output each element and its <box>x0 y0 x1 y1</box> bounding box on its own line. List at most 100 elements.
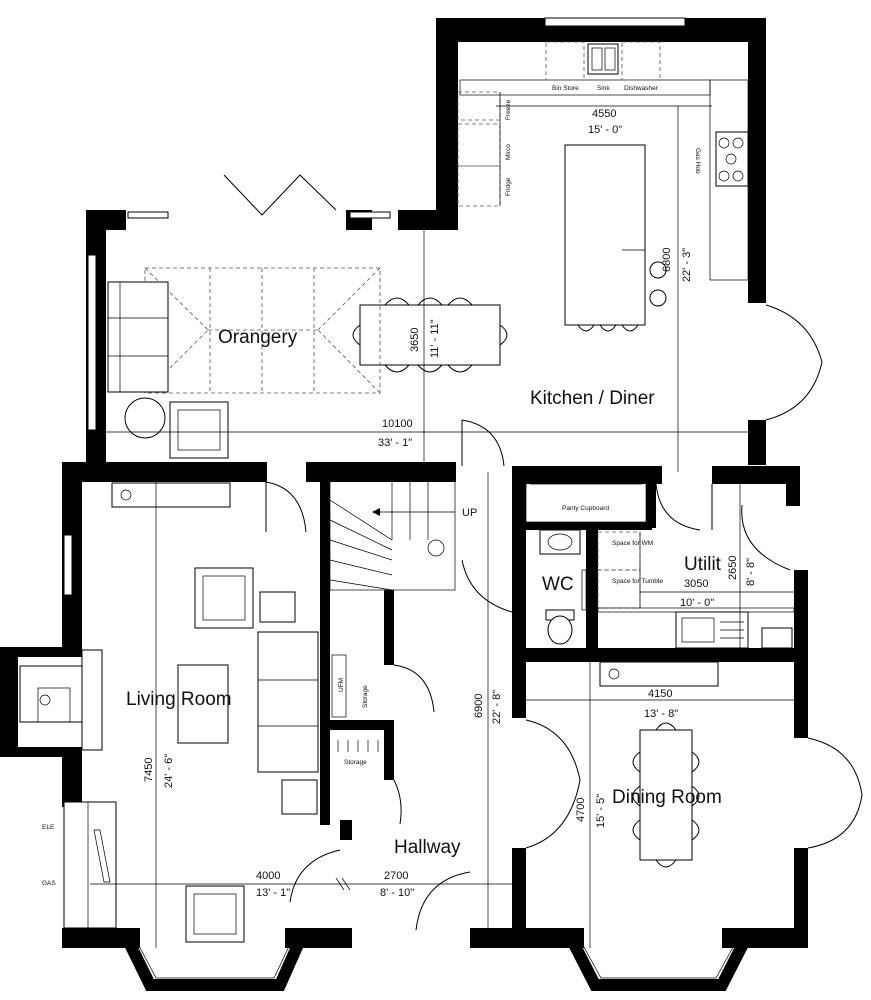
wall-dining-right <box>794 648 808 738</box>
dim-living-depth-ft: 24' - 6" <box>163 754 175 788</box>
room-label-utility: Utilit <box>684 554 722 575</box>
window-orangery-top-right <box>349 211 391 219</box>
wall-hall-bottom <box>340 928 352 948</box>
wall-dining-left-lower <box>512 848 526 948</box>
dim-living-width-ft: 13' - 1" <box>256 887 290 899</box>
label-gas: GAS <box>42 880 56 887</box>
dim-utility-width-mm: 3050 <box>684 578 708 590</box>
dishwasher-unit <box>621 41 661 81</box>
orangery-dining-table <box>352 297 508 373</box>
label-fridge: Fridge <box>505 177 512 196</box>
washing-machine-space <box>597 531 641 571</box>
wc-fixtures <box>539 529 587 645</box>
wall-living-bottom-left <box>62 928 140 948</box>
coffee-table <box>177 664 229 744</box>
meter-cupboard <box>63 801 117 929</box>
room-label-dining-room: Dining Room <box>612 787 722 808</box>
wc-basin-icon <box>539 529 581 555</box>
side-table-living <box>259 591 296 623</box>
label-ele: ELE <box>42 824 55 831</box>
french-door-kitchen-lower <box>765 361 823 421</box>
tv-unit <box>111 482 231 508</box>
room-label-wc: WC <box>542 574 574 595</box>
wall-chimney-top <box>0 647 82 657</box>
wall-wc-bottom <box>512 648 794 662</box>
label-sink: Sink <box>597 85 610 92</box>
label-up: UP <box>462 507 477 519</box>
bifold-door-orangery <box>223 174 337 216</box>
stove-icon <box>19 665 83 723</box>
dim-kitchen-width-ft: 15' - 0" <box>588 124 622 136</box>
room-label-living-room: Living Room <box>126 689 232 710</box>
label-bin-store: Bin Store <box>552 85 579 92</box>
room-label-storage-upper: Storage <box>362 685 369 708</box>
microwave-unit <box>457 123 501 167</box>
wall-kitchen-right-lower <box>748 420 766 465</box>
side-table-round <box>124 397 166 439</box>
room-label-storage-lower: Storage <box>344 759 367 766</box>
door-living <box>265 481 307 533</box>
kitchen-units <box>457 41 749 281</box>
dining-furniture <box>599 661 719 868</box>
dim-dining-depth-mm: 4700 <box>575 798 587 822</box>
wall-chimney-bottom <box>0 747 82 757</box>
door-wc <box>461 559 513 613</box>
label-gas-hob: Gas Hob <box>694 148 701 174</box>
sofa-living <box>257 631 319 773</box>
door-front <box>415 871 471 931</box>
label-pantry-cupboard: Panty Cupboard <box>562 505 609 512</box>
wall-orangery-top-right <box>398 210 458 230</box>
wall-kitchen-left-upper <box>436 18 458 230</box>
dim-utility-depth-mm: 2650 <box>727 556 739 580</box>
wall-storage-divide <box>330 720 394 730</box>
door-storage-upper <box>393 664 435 713</box>
label-space-for-wm: Space for WM <box>612 540 653 547</box>
wall-dining-bottom-right <box>722 928 808 948</box>
door-storage-lower <box>393 779 402 825</box>
boiler-icon <box>761 627 793 649</box>
room-label-ufm: UFM <box>338 678 345 692</box>
tumble-dryer-space <box>597 569 641 609</box>
wall-divide-left <box>62 462 267 482</box>
armchair-bay <box>185 885 245 943</box>
door-utility-rear <box>741 504 791 571</box>
wall-hall-front-right <box>470 928 520 948</box>
freezer-unit <box>457 91 501 121</box>
dim-living-depth-mm: 7450 <box>143 758 155 782</box>
window-orangery-left <box>87 254 97 431</box>
french-door-dining-left <box>525 719 581 849</box>
side-table-living-lower <box>281 779 318 815</box>
wall-kitchen-right <box>748 18 766 303</box>
dimension-lines <box>90 105 800 948</box>
label-space-for-tumble: Space for Tumble <box>612 578 663 585</box>
wall-divide-far-right <box>712 466 798 484</box>
dim-kitchen-depth-mm: 6800 <box>661 248 673 272</box>
dim-hallway-width-ft: 8' - 10" <box>380 887 414 899</box>
wall-utility-right-top <box>786 466 800 506</box>
dim-dining-width-ft: 13' - 8" <box>644 708 678 720</box>
wall-divide-mid <box>306 462 456 482</box>
windows <box>63 17 686 596</box>
label-dishwasher: Dishwasher <box>624 85 659 92</box>
dim-kitchen-width-mm: 4550 <box>592 108 616 120</box>
room-label-kitchen-diner: Kitchen / Diner <box>530 388 655 409</box>
wall-living-left-mid <box>62 617 82 657</box>
doors <box>223 174 863 931</box>
bay-window-living <box>122 937 306 991</box>
wall-wc-right <box>586 525 598 660</box>
french-door-dining-right <box>807 737 863 849</box>
room-label-hallway: Hallway <box>394 837 461 858</box>
door-living-hall <box>289 849 341 903</box>
dim-utility-width-ft: 10' - 0" <box>680 597 714 609</box>
label-freeze: Freeze <box>505 99 512 120</box>
wall-utility-right <box>794 570 808 662</box>
room-label-orangery: Orangery <box>218 327 298 348</box>
french-door-kitchen-upper <box>765 304 823 363</box>
dim-hallway-depth-ft: 22' - 8" <box>491 690 503 724</box>
wall-divide-right <box>512 466 662 484</box>
wall-hall-front-left <box>340 820 352 840</box>
dim-dining-depth-ft: 15' - 5" <box>595 794 607 828</box>
dim-overall-width-ft: 33' - 1" <box>378 437 412 449</box>
wall-chimney-left <box>0 647 18 757</box>
